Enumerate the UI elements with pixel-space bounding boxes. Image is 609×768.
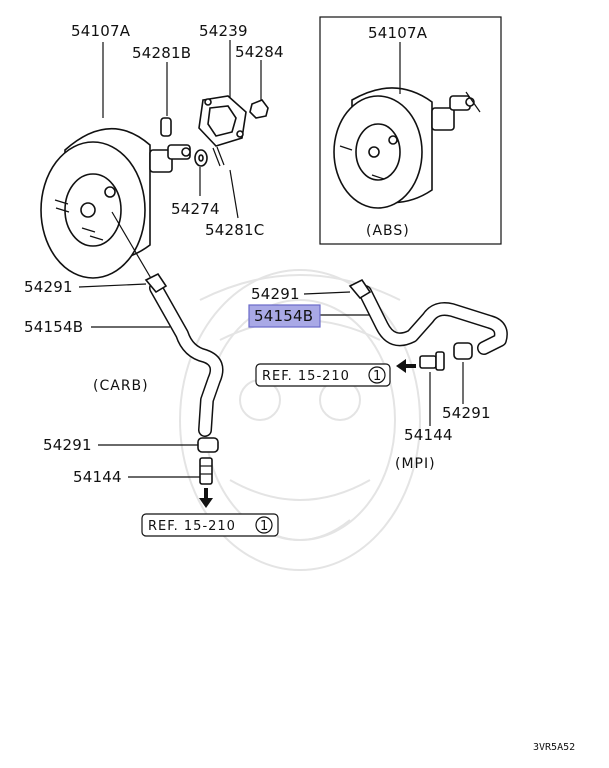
highlight-box [248, 304, 321, 328]
label-booster-main: 54107A [71, 22, 131, 40]
fitting-right[interactable] [419, 351, 445, 371]
label-hose-right: 54154B [254, 307, 313, 325]
nut-part[interactable] [249, 99, 269, 119]
label-booster-abs: 54107A [368, 24, 428, 42]
ref-num-left: 1 [260, 519, 269, 534]
diagram-code: 3VR5A52 [533, 742, 575, 753]
abs-inset-frame [319, 16, 502, 245]
label-bolt: 54281B [132, 44, 191, 62]
arrow-left-icon [396, 359, 416, 373]
ref-box-left[interactable]: REF. 15-210 1 [141, 513, 279, 537]
label-clamp-left-top: 54291 [24, 278, 73, 296]
ref-text-right: REF. 15-210 [262, 369, 350, 384]
label-nut: 54284 [235, 43, 284, 61]
label-gasket: 54239 [199, 22, 248, 40]
ref-text-left: REF. 15-210 [148, 519, 236, 534]
caption-carb: (CARB) [93, 378, 149, 394]
clamp-left-top[interactable] [144, 272, 168, 294]
ref-num-right: 1 [373, 369, 382, 384]
label-fitting-right: 54144 [404, 426, 453, 444]
clamp-right-top[interactable] [348, 278, 372, 300]
brake-booster-main[interactable] [40, 127, 191, 279]
label-fitting-left: 54144 [73, 468, 122, 486]
clamp-left-bottom[interactable] [197, 437, 219, 453]
washer-part[interactable] [194, 149, 208, 167]
label-clamp-left-bottom: 54291 [43, 436, 92, 454]
clamp-right-bottom[interactable] [453, 342, 473, 360]
label-pin: 54281C [205, 221, 264, 239]
vacuum-hose-left[interactable] [149, 281, 224, 437]
vacuum-hose-right[interactable] [358, 285, 508, 355]
label-clamp-right-top: 54291 [251, 285, 300, 303]
label-clamp-right-bottom: 54291 [442, 404, 491, 422]
caption-abs: (ABS) [366, 223, 410, 239]
arrow-down-icon [199, 488, 213, 508]
fitting-left[interactable] [199, 457, 213, 485]
leader-lines [78, 40, 464, 478]
caption-mpi: (MPI) [395, 456, 436, 472]
label-hose-left: 54154B [24, 318, 83, 336]
gasket-part[interactable] [198, 95, 247, 147]
ref-box-right[interactable]: REF. 15-210 1 [255, 363, 391, 387]
bolt-part[interactable] [160, 117, 172, 137]
pin-part[interactable] [212, 146, 225, 167]
label-hose-right-highlighted[interactable]: 54154B [248, 304, 321, 328]
label-washer: 54274 [171, 200, 220, 218]
brake-booster-abs[interactable] [333, 87, 481, 209]
booster-check-line [111, 211, 153, 281]
